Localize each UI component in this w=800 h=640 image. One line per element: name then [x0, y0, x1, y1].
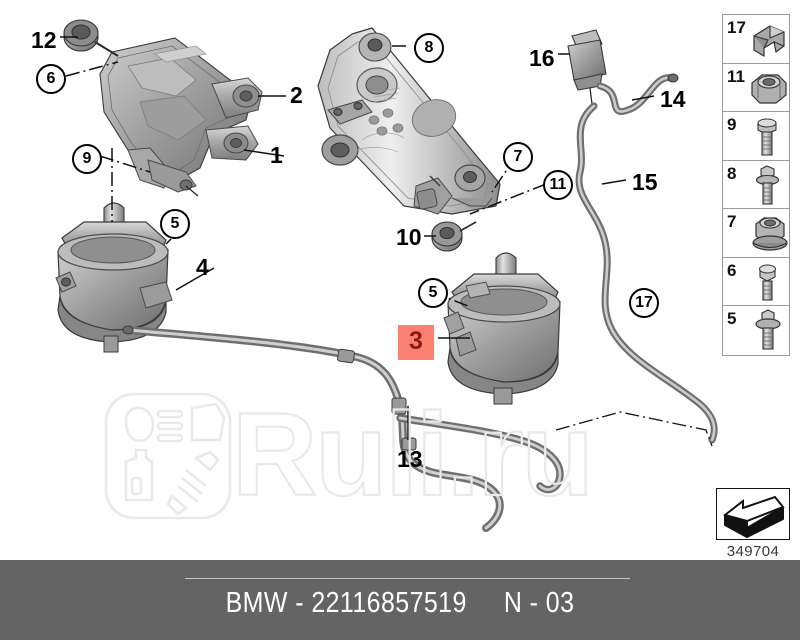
- callout-13: 13: [397, 446, 423, 472]
- legend-row-7: 7: [723, 209, 789, 258]
- engine-mount-right: [443, 252, 561, 405]
- footer-section-letter: N: [503, 587, 523, 619]
- drawing-number: 349704: [726, 543, 780, 560]
- callout-9: 9: [72, 144, 102, 174]
- legend-number: 9: [727, 115, 737, 134]
- footer-separator-1: -: [295, 587, 304, 619]
- hex-bolt-short-icon: [744, 259, 788, 310]
- callout-12: 12: [31, 27, 57, 53]
- legend-number: 7: [727, 212, 737, 231]
- footer-divider: [185, 578, 630, 579]
- legend-number: 8: [727, 163, 737, 183]
- footer-brand: BMW: [225, 587, 288, 619]
- callout-6: 6: [36, 64, 66, 94]
- footer-section-number: 03: [545, 587, 575, 619]
- legend-row-8: 8: [723, 161, 789, 213]
- callout-17: 17: [629, 288, 659, 318]
- callout-8: 8: [414, 33, 444, 63]
- callout-5-left: 5: [160, 209, 190, 239]
- legend-number: 11: [727, 66, 745, 86]
- callout-11: 11: [543, 170, 573, 200]
- legend-row-9: 9: [723, 112, 789, 161]
- legend-row-17: 17: [723, 15, 789, 64]
- flange-bolt-icon: [744, 162, 788, 213]
- legend-number: 17: [727, 18, 746, 37]
- center-engine-bracket: [317, 27, 501, 215]
- footer-bar: BMW - 22116857519 N - 03: [0, 560, 800, 640]
- legend-number: 5: [727, 309, 737, 328]
- callout-15: 15: [632, 169, 658, 195]
- legend-row-6: 6: [723, 258, 789, 310]
- callout-16: 16: [529, 45, 555, 71]
- callout-1: 1: [270, 142, 283, 168]
- legend-row-5: 5: [723, 306, 789, 355]
- diagram-canvas: [55, 19, 718, 532]
- bracket-bushing-10: [431, 221, 477, 252]
- callout-7: 7: [503, 142, 533, 172]
- callout-14: 14: [660, 86, 686, 112]
- orientation-indicator: 349704: [716, 488, 790, 560]
- hex-bolt-icon: [744, 113, 788, 164]
- hose-13: [122, 325, 564, 532]
- footer-part-number: 22116857519: [311, 587, 467, 619]
- left-engine-bracket: [99, 37, 263, 197]
- legend-number: 6: [727, 260, 737, 280]
- flange-nut-icon: [744, 210, 788, 261]
- footer-part-label: BMW - 22116857519 N - 03: [56, 587, 744, 620]
- callout-2: 2: [290, 82, 303, 108]
- direction-arrow-icon: [716, 488, 790, 540]
- bracket-bushing-12: [63, 19, 119, 57]
- vacuum-valve-16: [567, 29, 607, 105]
- callout-3-highlighted: 3: [398, 325, 434, 360]
- legend-row-11: 11: [723, 64, 789, 116]
- hex-nut-icon: [744, 65, 788, 116]
- parts-legend-panel: 17 11 9: [722, 14, 790, 356]
- hose-15: [575, 102, 718, 444]
- spring-clip-icon: [744, 16, 788, 67]
- callout-5-right: 5: [418, 278, 448, 308]
- callout-4: 4: [196, 254, 209, 280]
- callout-10: 10: [396, 224, 422, 250]
- footer-separator-2: -: [529, 587, 539, 619]
- collar-bolt-icon: [744, 307, 788, 358]
